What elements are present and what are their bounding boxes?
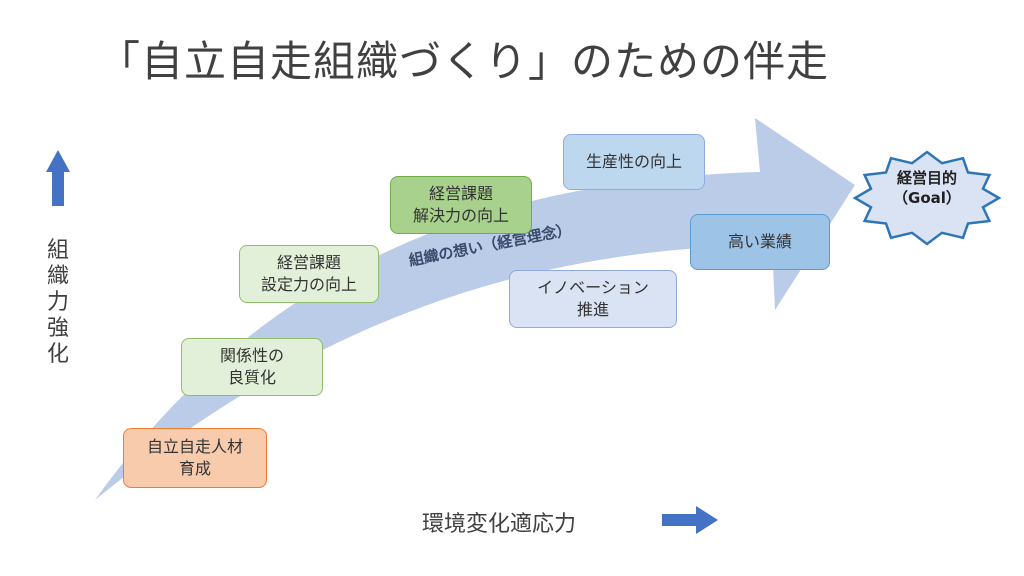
curved-arrow — [95, 118, 855, 500]
box-line: 解決力の向上 — [412, 206, 509, 225]
x-axis-arrow — [662, 506, 718, 534]
y-axis-char: 織 — [46, 264, 69, 289]
box-line: 経営課題 — [428, 184, 493, 203]
goal-burst — [852, 150, 1002, 246]
goal-line: 経営目的 — [896, 169, 957, 187]
box-line: 生産性の向上 — [585, 152, 682, 171]
box-innovation: イノベーション 推進 — [509, 270, 677, 328]
box-line: 良質化 — [227, 368, 276, 387]
box-settei: 経営課題 設定力の向上 — [239, 245, 379, 303]
y-axis-char: 化 — [46, 342, 69, 367]
y-axis-arrow — [46, 150, 70, 206]
box-seisan: 生産性の向上 — [563, 134, 705, 190]
page-title: 「自立自走組織づくり」のための伴走 — [98, 37, 830, 86]
box-line: 経営課題 — [276, 253, 341, 272]
box-line: 育成 — [178, 459, 211, 478]
x-axis-label: 環境変化適応力 — [422, 512, 577, 537]
goal-line: （Goal） — [893, 189, 961, 207]
box-line: 自立自走人材 — [146, 437, 243, 456]
goal-label: 経営目的 （Goal） — [852, 168, 1002, 208]
box-line: 設定力の向上 — [260, 275, 357, 294]
box-line: 高い業績 — [727, 232, 792, 251]
box-jinzai: 自立自走人材 育成 — [123, 428, 267, 488]
box-kaiketsu: 経営課題 解決力の向上 — [390, 176, 532, 234]
y-axis-label: 組 織 力 強 化 — [46, 238, 70, 368]
y-axis-char: 強 — [46, 316, 69, 341]
box-line: イノベーション — [537, 278, 649, 297]
y-axis-char: 組 — [46, 238, 69, 263]
box-kankei: 関係性の 良質化 — [181, 338, 323, 396]
box-line: 関係性の — [219, 346, 284, 365]
box-gyoseki: 高い業績 — [690, 214, 830, 270]
y-axis-char: 力 — [46, 290, 69, 315]
box-line: 推進 — [576, 300, 609, 319]
